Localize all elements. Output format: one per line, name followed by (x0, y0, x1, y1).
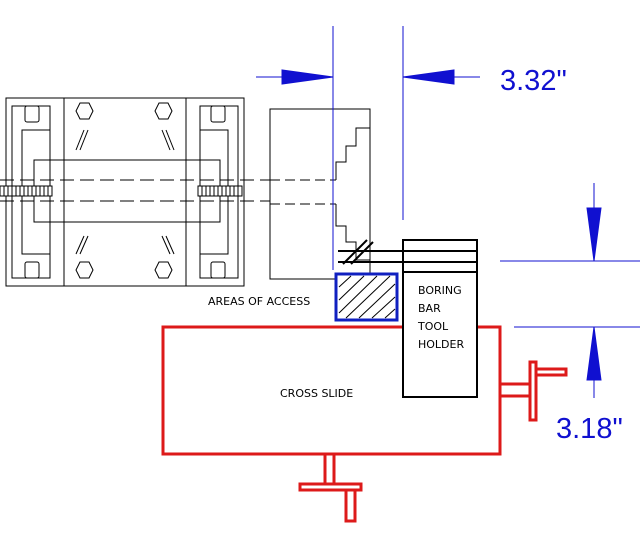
chuck (269, 108, 371, 280)
tool-holder-label-line: TOOL (417, 320, 449, 333)
dimension-vertical (500, 183, 640, 398)
tool-holder (402, 239, 478, 398)
tool-holder-label-line: BORING (418, 284, 462, 297)
tool-holder-label-line: HOLDER (418, 338, 464, 351)
threaded-rod-right (197, 185, 243, 197)
areas-of-access-label: AREAS OF ACCESS (208, 295, 310, 308)
boring-bar (338, 239, 403, 265)
cross-slide-label: CROSS SLIDE (280, 387, 353, 400)
cross-slide (161, 325, 568, 523)
threaded-rod-left (0, 185, 53, 197)
access-area-box (334, 272, 399, 322)
spindle-assembly (0, 97, 270, 287)
dimension-horizontal (256, 26, 480, 270)
tool-holder-label: BORING BAR TOOL HOLDER (417, 284, 464, 351)
dimension-vertical-value: 3.18" (556, 413, 623, 445)
dimension-horizontal-value: 3.32" (500, 65, 567, 97)
tool-holder-label-line: BAR (418, 302, 441, 315)
